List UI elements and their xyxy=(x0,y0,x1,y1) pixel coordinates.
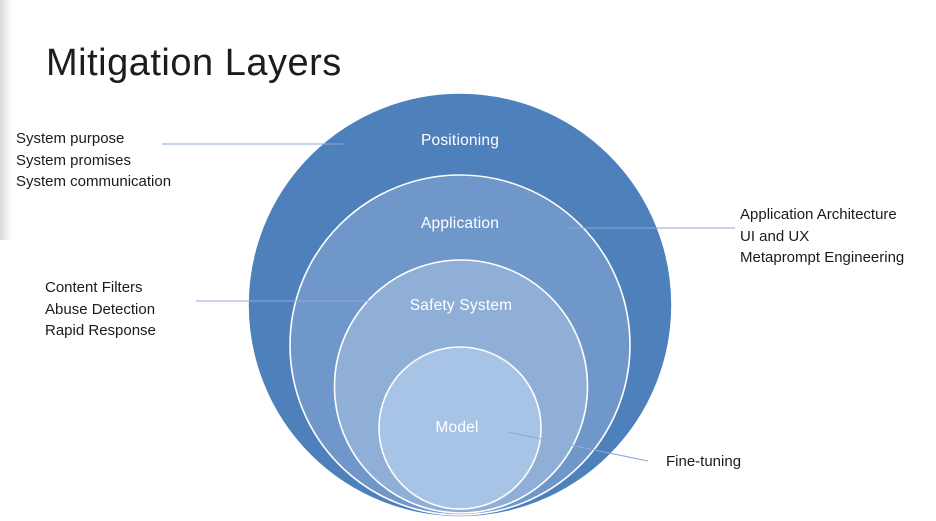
annotation-line: Rapid Response xyxy=(45,322,156,339)
layer-circle-model xyxy=(378,346,542,510)
layer-label-application: Application xyxy=(421,215,499,232)
annotation-line: System purpose xyxy=(16,130,125,147)
positioning-annotation: System purpose System promises System co… xyxy=(16,128,171,193)
connector-model xyxy=(507,431,649,462)
annotation-line: Metaprompt Engineering xyxy=(740,249,905,266)
annotation-line: System promises xyxy=(16,151,132,169)
annotation-line: Abuse Detection xyxy=(45,300,156,318)
model-annotation: Fine-tuning xyxy=(666,451,741,473)
annotation-line: System communication xyxy=(16,173,172,190)
annotation-line: Content Filters xyxy=(45,279,143,296)
layer-label-model: Model xyxy=(435,419,478,436)
application-annotation: Application Architecture UI and UX Metap… xyxy=(740,204,904,269)
layer-label-positioning: Positioning xyxy=(421,132,499,149)
annotation-line: Application Architecture xyxy=(740,206,897,223)
annotation-line: UI and UX xyxy=(740,227,810,245)
layer-label-safety-system: Safety System xyxy=(410,297,513,314)
safety-system-annotation: Content Filters Abuse Detection Rapid Re… xyxy=(45,277,156,342)
page-title: Mitigation Layers xyxy=(46,42,342,84)
annotation-line: Fine-tuning xyxy=(666,453,742,470)
